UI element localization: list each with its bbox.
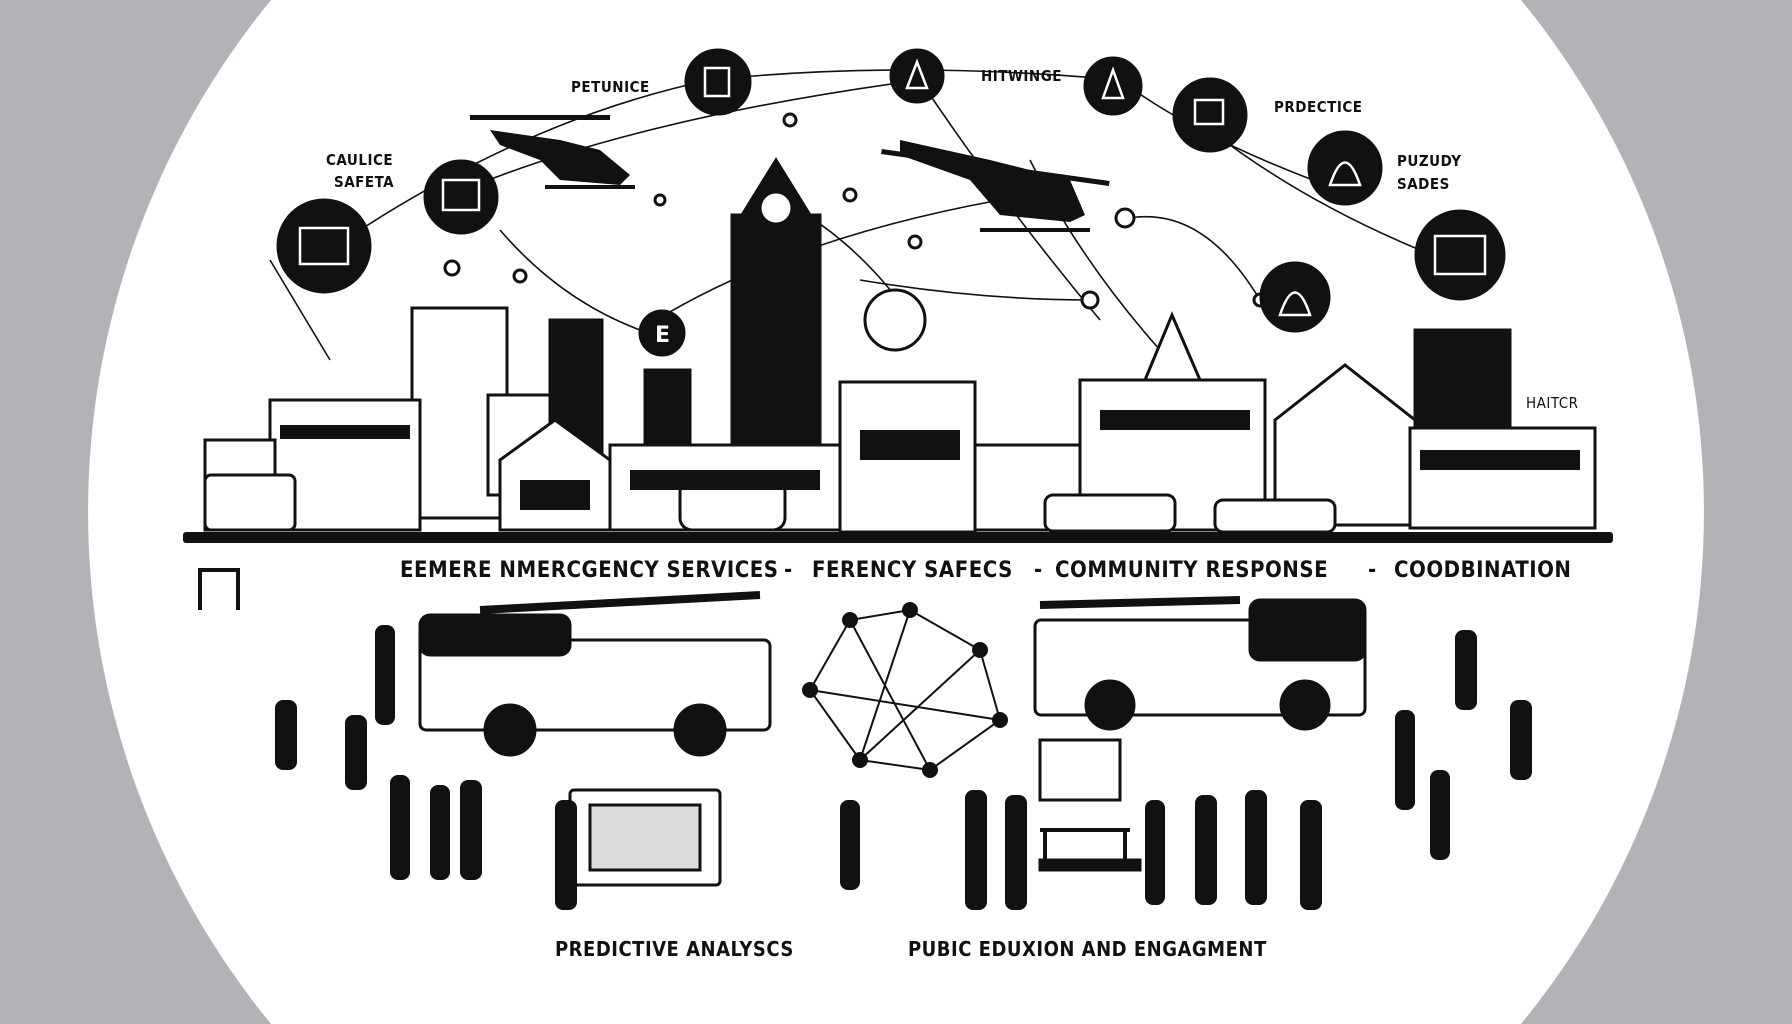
- network-graph: [802, 602, 1008, 778]
- banner-item-1: EEMERE NMERCGENCY SERVICES: [400, 558, 779, 583]
- label-puzudy: PUZUDY: [1397, 152, 1462, 170]
- banner-separator-3: -: [1368, 558, 1377, 583]
- label-caulice: CAULICE: [326, 151, 394, 169]
- label-safeta: SAFETA: [334, 173, 395, 191]
- monitors: [568, 738, 1142, 887]
- label-petunice: PETUNICE: [571, 78, 650, 96]
- label-hitwinge: HITWINGE: [981, 67, 1063, 85]
- caption-public-education: PUBIC EDUXION AND ENGAGMENT: [908, 937, 1267, 961]
- label-haitcr: HAITCR: [1526, 394, 1579, 412]
- label-sades: SADES: [1397, 175, 1450, 193]
- helicopters: [470, 115, 1110, 232]
- banner-item-4: COODBINATION: [1394, 558, 1572, 583]
- fire-trucks: [418, 591, 1367, 757]
- banner-item-2: FERENCY SAFECS: [812, 558, 1013, 583]
- icon-badges: [276, 48, 1506, 357]
- label-prdectice: PRDECTICE: [1274, 98, 1363, 116]
- people: [275, 625, 1532, 910]
- banner-separator-2: -: [1034, 558, 1043, 583]
- banner-separator-1: -: [784, 558, 793, 583]
- banner-item-3: COMMUNITY RESPONSE: [1055, 558, 1329, 583]
- badge-glyphs: E: [298, 58, 1487, 348]
- ground-line: [183, 532, 1613, 543]
- svg-text:E: E: [655, 323, 670, 348]
- windows: [280, 410, 1580, 510]
- caption-predictive-analytics: PREDICTIVE ANALYSCS: [555, 937, 794, 961]
- benches: [198, 568, 1130, 870]
